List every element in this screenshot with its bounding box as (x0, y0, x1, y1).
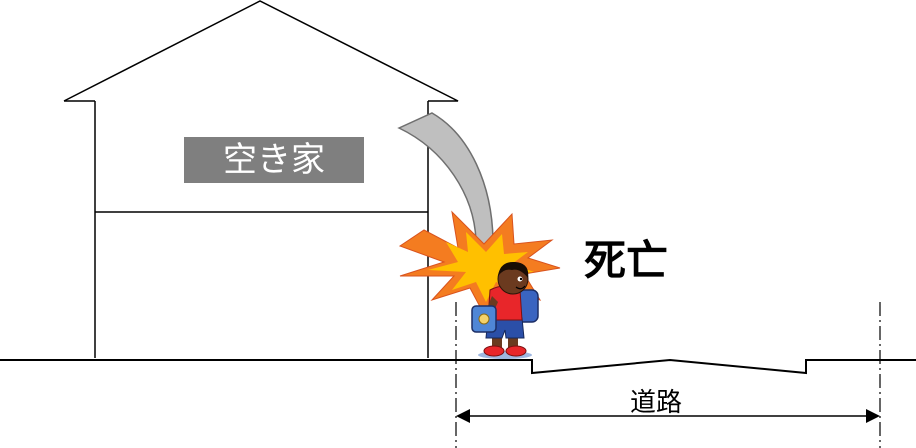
death-label: 死亡 (584, 236, 669, 285)
arrowhead-right-icon (866, 409, 880, 423)
child-pupil (519, 277, 523, 281)
schoolchild-icon (471, 261, 539, 359)
child-leg-left (492, 330, 502, 350)
ground-line (0, 358, 916, 375)
road-boundary-lines (455, 302, 881, 448)
arrowhead-left-icon (456, 409, 470, 423)
child-hair (498, 261, 529, 278)
road-label: 道路 (630, 388, 683, 418)
child-leg-right (508, 330, 518, 350)
child-shoe-left (483, 345, 505, 357)
road-width-dimension (456, 409, 880, 423)
house-roof (63, 0, 459, 102)
child-mouth (515, 285, 526, 290)
child-shoe-right (505, 345, 527, 357)
child-tablet-badge (478, 313, 490, 325)
ground (0, 358, 916, 375)
vacant-house-label: 空き家 (184, 137, 364, 183)
